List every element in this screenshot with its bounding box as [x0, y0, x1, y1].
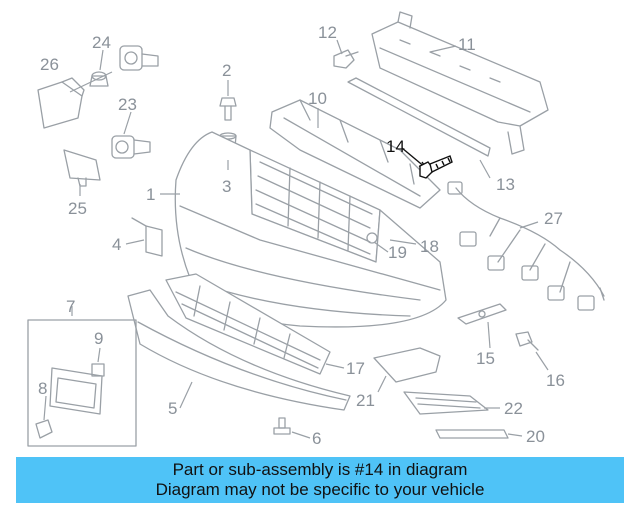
- part-2-bolt: [219, 97, 237, 121]
- callout-8: 8: [38, 379, 47, 398]
- callout-26: 26: [40, 55, 59, 74]
- callout-3: 3: [222, 177, 231, 196]
- part-24-clip: [89, 71, 109, 87]
- callout-17: 17: [346, 359, 365, 378]
- callout-7: 7: [66, 297, 75, 316]
- part-4-bracket: [131, 217, 163, 257]
- callout-12: 12: [318, 23, 337, 42]
- info-banner: Part or sub-assembly is #14 in diagram D…: [16, 457, 624, 503]
- callout-16: 16: [546, 371, 565, 390]
- callout-2: 2: [222, 61, 231, 80]
- part-19-clip: [366, 232, 378, 244]
- part-23-sensor-upper: [119, 45, 159, 71]
- callout-11: 11: [458, 35, 476, 54]
- callout-labels: 1 2 3 4 5 6 7 8 9 10 11 12 13 14 15 16 1…: [38, 23, 565, 448]
- part-23-sensor-lower: [111, 135, 151, 159]
- part-12-nut: [333, 49, 359, 69]
- part-15-reflector: [457, 303, 507, 325]
- callout-18: 18: [420, 237, 439, 256]
- callout-14: 14: [386, 137, 405, 156]
- part-17-lower-grille: [165, 273, 331, 375]
- callout-19: 19: [388, 243, 407, 262]
- callout-20: 20: [526, 427, 545, 446]
- callout-1: 1: [146, 185, 155, 204]
- part-20-strip: [435, 429, 509, 439]
- part-11-impact-bar: [371, 11, 549, 155]
- banner-line-1: Part or sub-assembly is #14 in diagram: [172, 460, 468, 479]
- part-5-spoiler: [127, 289, 351, 411]
- part-25-sensor-bracket: [63, 149, 101, 187]
- part-14-bolt: [401, 147, 453, 179]
- part-21-cover: [373, 347, 441, 383]
- callout-9: 9: [94, 329, 103, 348]
- callout-10: 10: [308, 89, 327, 108]
- callout-4: 4: [112, 235, 121, 254]
- parts-diagram: 1 2 3 4 5 6 7 8 9 10 11 12 13 14 15 16 1…: [27, 11, 605, 448]
- part-16-screw: [515, 331, 539, 351]
- part-10-absorber: [269, 99, 441, 209]
- callout-13: 13: [496, 175, 515, 194]
- part-13-strip: [347, 77, 491, 157]
- callout-23: 23: [118, 95, 137, 114]
- callout-6: 6: [312, 429, 321, 448]
- part-6-screw: [273, 417, 291, 435]
- part-26-bracket: [37, 77, 85, 129]
- callout-24: 24: [92, 33, 111, 52]
- callout-15: 15: [476, 349, 495, 368]
- callout-27: 27: [544, 209, 563, 228]
- callout-21: 21: [356, 391, 375, 410]
- callout-25: 25: [68, 199, 87, 218]
- part-22-fog-grille: [403, 391, 489, 415]
- banner-line-2: Diagram may not be specific to your vehi…: [155, 480, 485, 499]
- callout-22: 22: [504, 399, 523, 418]
- callout-5: 5: [168, 399, 177, 418]
- part-7-plate-bracket-group: [27, 319, 137, 447]
- part-27-wiring-harness: [447, 181, 605, 311]
- leader-lines: [43, 39, 549, 439]
